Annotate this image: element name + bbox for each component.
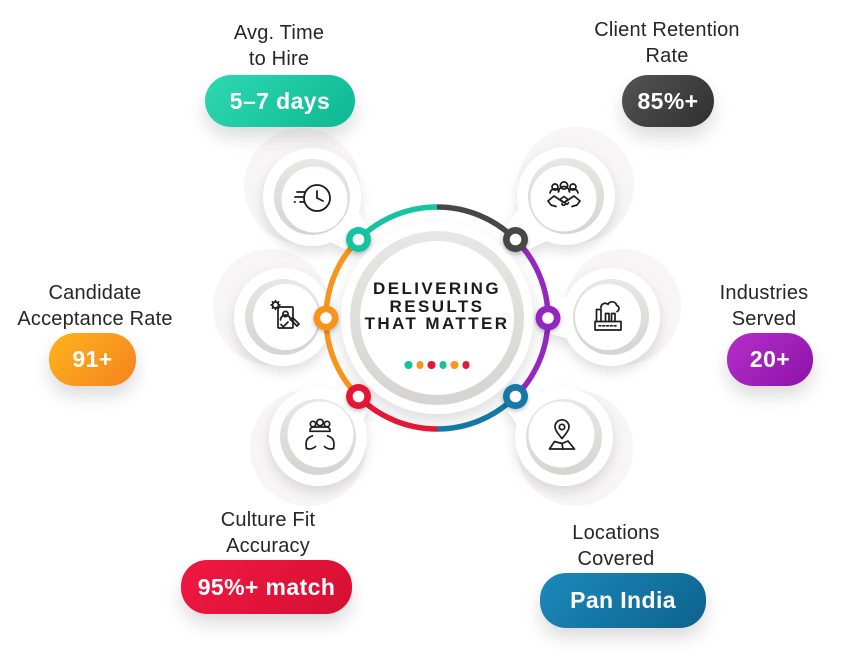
connector-dot-dark [503,227,528,252]
metric-badge-culture-fit: 95%+ match [181,560,352,614]
metric-badge-candidate-acceptance: 91+ [49,333,136,386]
center-title-line: THAT MATTER [364,314,510,333]
metric-badge-locations-covered: Pan India [540,573,706,628]
connector-dot-orange [313,305,339,331]
label-line: Locations [572,522,660,544]
connector-dot-red [346,384,371,409]
metric-badge-avg-time-to-hire: 5–7 days [205,75,355,127]
satellite-industries-served [542,268,660,366]
center-dots [404,361,470,369]
factory-icon [594,300,622,331]
metric-label-industries-served: Industries Served [720,280,809,332]
center-dot [404,361,412,369]
label-line: Avg. Time [233,22,325,44]
center-dot [450,361,458,369]
metric-label-candidate-acceptance: Candidate Acceptance Rate [17,280,172,332]
center-hub [341,222,533,414]
caring-hands-team-icon [305,418,335,450]
center-title-line: RESULTS [389,296,485,316]
label-line: Industries [719,282,809,304]
center-dot [427,361,435,369]
label-line: Candidate [48,282,142,304]
connector-dot-teal [346,227,371,252]
map-pin-icon [548,418,576,450]
center-title-line: DELIVERING [373,279,501,298]
center-dot [439,361,447,369]
satellite-culture-fit [269,384,371,486]
center-dot [416,361,424,369]
label-line: Client Retention [594,19,740,41]
satellite-candidate-acceptance [234,268,332,366]
label-line: Rate [645,45,689,67]
metric-label-culture-fit: Culture Fit Accuracy [221,507,315,559]
label-line: Acceptance Rate [17,308,173,330]
label-line: Covered [577,548,655,570]
metric-label-avg-time-to-hire: Avg. Time to Hire [234,20,324,72]
candidate-document-icon [270,299,300,329]
connector-dots [313,227,561,409]
center-title: DELIVERING RESULTS THAT MATTER [365,280,510,333]
speed-clock-icon [293,184,331,212]
metric-badge-client-retention: 85%+ [622,75,714,127]
metric-label-client-retention: Client Retention Rate [594,17,740,69]
center-dot [462,361,470,369]
label-line: Culture Fit [220,509,316,531]
metric-label-locations-covered: Locations Covered [572,520,659,572]
metric-badge-industries-served: 20+ [727,333,813,386]
label-line: Served [731,308,797,330]
satellite-client-retention [504,147,615,253]
handshake-team-icon [547,181,581,208]
label-line: to Hire [248,48,310,70]
connector-dot-purple [535,305,561,331]
connector-dot-blue [503,384,528,409]
label-line: Accuracy [226,535,310,557]
